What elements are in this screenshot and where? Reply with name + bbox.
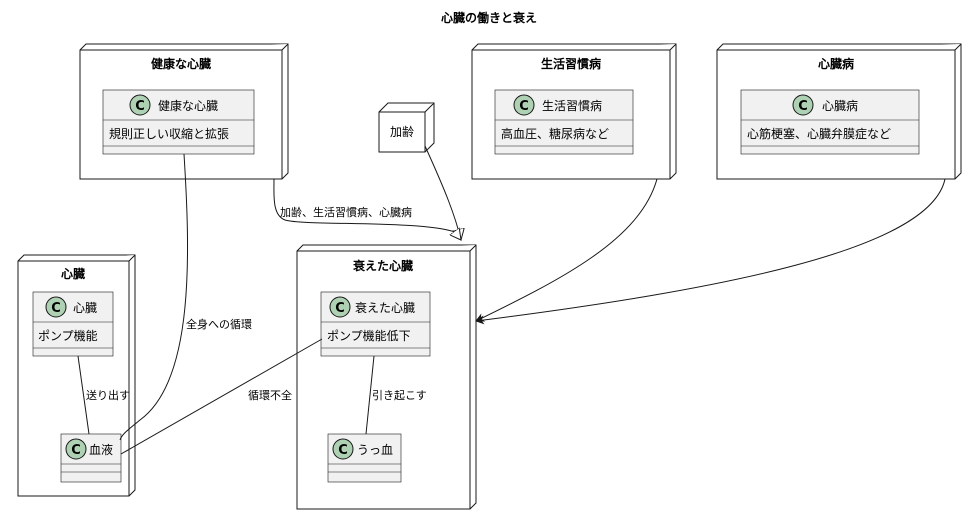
package-weakened-heart-label: 衰えた心臓 bbox=[352, 258, 413, 273]
edge-label-induces: 引き起こす bbox=[372, 388, 427, 402]
class-heart-disease-name: 心臓病 bbox=[822, 98, 858, 113]
package-lifestyle-disease-label: 生活習慣病 bbox=[541, 56, 601, 71]
class-healthy-heart: C 健康な心臓 規則正しい収縮と拡張 bbox=[102, 89, 255, 155]
class-lifestyle-disease-name: 生活習慣病 bbox=[542, 98, 602, 113]
edge-weakened-to-congestion bbox=[365, 355, 375, 435]
node-aging: 加齢 bbox=[378, 102, 435, 153]
class-heart-name: 心臓 bbox=[73, 301, 97, 315]
class-heart-disease-attribute: 心筋梗塞、心臓弁膜症など bbox=[747, 126, 891, 141]
class-lifestyle-disease: C 生活習慣病 高血圧、糖尿病など bbox=[494, 89, 634, 155]
edge-label-insufficient: 循環不全 bbox=[248, 388, 292, 402]
class-heart: C 心臓 ポンプ機能 bbox=[32, 291, 114, 357]
package-healthy-heart-label: 健康な心臓 bbox=[151, 56, 211, 71]
class-badge-letter: C bbox=[519, 99, 529, 114]
class-badge-icon bbox=[129, 94, 151, 116]
class-heart-disease: C 心臓病 心筋梗塞、心臓弁膜症など bbox=[740, 89, 920, 155]
class-weakened-heart-attribute: ポンプ機能低下 bbox=[327, 328, 411, 343]
edge-aging-to-weakened bbox=[424, 145, 461, 240]
diagram-title: 心臓の働きと衰え bbox=[441, 10, 537, 25]
edge-label-circulation: 全身への循環 bbox=[186, 317, 252, 331]
edge-label-causes: 加齢、生活習慣病、心臓病 bbox=[280, 205, 412, 219]
class-badge-icon bbox=[65, 438, 87, 460]
package-heart: 心臓 C 心臓 ポンプ機能 C 血液 bbox=[17, 254, 136, 497]
package-heart-disease: 心臓病 C 心臓病 心筋梗塞、心臓弁膜症など bbox=[716, 43, 962, 180]
edge-healthy-to-weakened bbox=[273, 178, 461, 240]
edge-weakened-to-blood bbox=[120, 338, 323, 455]
class-congestion: C うっ血 bbox=[327, 433, 402, 483]
class-badge-letter: C bbox=[338, 443, 348, 458]
class-badge-letter: C bbox=[51, 301, 61, 316]
edge-heart-to-blood bbox=[77, 355, 90, 435]
class-blood-name: 血液 bbox=[89, 442, 113, 457]
class-badge-letter: C bbox=[798, 99, 808, 114]
class-badge-icon bbox=[329, 296, 351, 318]
edge-healthy-to-blood bbox=[119, 153, 189, 441]
class-congestion-name: うっ血 bbox=[357, 443, 393, 457]
class-lifestyle-disease-attribute: 高血圧、糖尿病など bbox=[501, 126, 609, 141]
package-healthy-heart: 健康な心臓 C 健康な心臓 規則正しい収縮と拡張 bbox=[79, 43, 289, 180]
class-badge-letter: C bbox=[135, 99, 145, 114]
class-healthy-heart-attribute: 規則正しい収縮と拡張 bbox=[109, 126, 229, 141]
class-badge-icon bbox=[513, 94, 535, 116]
class-blood: C 血液 bbox=[60, 433, 122, 483]
class-weakened-heart: C 衰えた心臓 ポンプ機能低下 bbox=[320, 291, 431, 357]
class-badge-icon bbox=[792, 94, 814, 116]
class-badge-icon bbox=[45, 296, 67, 318]
package-lifestyle-disease: 生活習慣病 C 生活習慣病 高血圧、糖尿病など bbox=[471, 43, 677, 180]
edge-disease-to-weakened bbox=[475, 178, 946, 325]
class-badge-icon bbox=[332, 438, 354, 460]
package-weakened-heart: 衰えた心臓 C 衰えた心臓 ポンプ機能低下 C うっ血 bbox=[296, 244, 477, 510]
edge-lifestyle-to-weakened bbox=[475, 178, 658, 322]
node-aging-label: 加齢 bbox=[390, 124, 414, 139]
edge-label-pump-out: 送り出す bbox=[86, 388, 130, 402]
class-healthy-heart-name: 健康な心臓 bbox=[158, 98, 218, 113]
class-weakened-heart-name: 衰えた心臓 bbox=[355, 300, 415, 315]
package-heart-disease-label: 心臓病 bbox=[818, 56, 854, 71]
class-badge-letter: C bbox=[335, 301, 345, 316]
class-badge-letter: C bbox=[71, 443, 81, 458]
package-heart-label: 心臓 bbox=[61, 266, 85, 281]
class-heart-attribute: ポンプ機能 bbox=[38, 328, 98, 343]
